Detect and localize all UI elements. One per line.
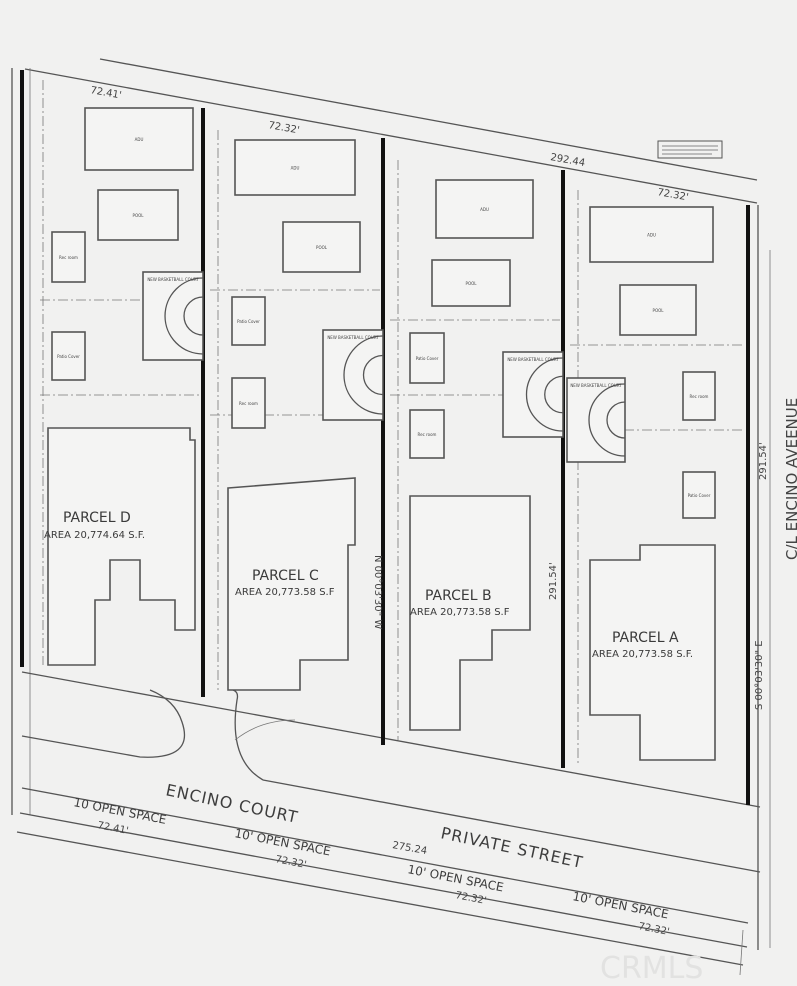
adu (234, 139, 356, 196)
open-space-length: 72.32' (637, 921, 670, 938)
driveway-curve (234, 719, 296, 741)
notice-box (657, 140, 723, 159)
patio-cover-label: Patio Cover (57, 354, 80, 359)
parcel-b-area: AREA 20,773.58 S.F (410, 607, 510, 618)
basketball-court-label: NEW BASKETBALL COURT (507, 357, 559, 362)
basketball-court (142, 271, 204, 361)
parcel-dividers (20, 70, 750, 805)
patio-cover (682, 471, 716, 519)
pool (282, 221, 361, 273)
bearing-label: N 00°03'30" W (372, 555, 383, 629)
dimension-label: 72.32' (656, 187, 689, 203)
patio-cover-label: Patio Cover (688, 493, 711, 498)
parcel-c-area: AREA 20,773.58 S.F (235, 587, 335, 598)
encino-court-label: ENCINO COURT (164, 780, 300, 827)
pool (619, 284, 697, 336)
adu-label: ADU (135, 137, 144, 142)
parcel-a-area: AREA 20,773.58 S.F. (592, 649, 693, 660)
patio-cover (51, 331, 86, 381)
rec-room (231, 377, 266, 429)
basketball-court (322, 329, 384, 421)
basketball-court (502, 351, 564, 438)
rec-room-label: Rec room (418, 432, 437, 437)
street-curb-line (262, 779, 761, 873)
adu (84, 107, 194, 171)
patio-cover-label: Patio Cover (237, 319, 260, 324)
rec-room (409, 409, 445, 459)
pool (97, 189, 179, 241)
end-tick (739, 929, 744, 976)
patio-cover (231, 296, 266, 346)
patio-cover (409, 332, 445, 384)
open-space-bottom-line (19, 812, 748, 948)
basketball-court (566, 377, 626, 463)
adu-label: ADU (647, 233, 656, 238)
basketball-court-label: NEW BASKETBALL COURT (570, 383, 622, 388)
rec-room (682, 371, 716, 421)
adu (435, 179, 534, 239)
encino-avenue-label: C/L ENCINO AVEENUE (783, 398, 797, 560)
rec-room-label: Rec room (239, 401, 258, 406)
street-length: 275.24 (391, 840, 427, 857)
parcel-d-area: AREA 20,774.64 S.F. (44, 530, 145, 541)
cul-de-sac-west-curb (21, 689, 186, 758)
basketball-court-label: NEW BASKETBALL COURT (327, 335, 379, 340)
parcel-b-line-length: 291.54' (548, 562, 559, 600)
main-house-footprint (409, 495, 531, 731)
adu-label: ADU (291, 166, 300, 171)
open-space-length: 72.32' (454, 890, 487, 907)
dimension-label: 72.32' (267, 120, 300, 136)
boundary-lines (11, 58, 771, 976)
pool-label: POOL (133, 213, 145, 218)
parcel-c-label: PARCEL C (252, 568, 319, 584)
court-key-arc (164, 277, 204, 355)
rear-easement-line (99, 58, 758, 181)
rec-room-label: Rec room (59, 255, 78, 260)
bearing-label: S 00°03'30" E (754, 640, 765, 710)
parcel-d-label: PARCEL D (63, 510, 131, 526)
front-lot-line (21, 671, 761, 808)
outer-line (16, 831, 744, 966)
rec-room (51, 231, 86, 283)
east-line-length: 291.54' (758, 442, 769, 480)
parcel-a-label: PARCEL A (612, 630, 679, 646)
pool (431, 259, 511, 307)
open-space-length: 72.41' (96, 820, 129, 837)
main-house-footprint (227, 477, 356, 691)
open-space-label: 10' OPEN SPACE (406, 862, 504, 894)
court-key-arc (588, 383, 626, 457)
main-house-footprint (47, 427, 196, 666)
open-space-label: 10' OPEN SPACE (233, 826, 331, 858)
basketball-court-label: NEW BASKETBALL COURT (147, 277, 199, 282)
private-street-label: PRIVATE STREET (439, 823, 585, 872)
main-house-footprint (589, 544, 716, 761)
pool-label: POOL (653, 308, 665, 313)
adu-label: ADU (480, 207, 489, 212)
pool-label: POOL (466, 281, 478, 286)
pool-label: POOL (316, 245, 328, 250)
open-space-top-line (21, 787, 749, 924)
adu (589, 206, 714, 263)
parcel-b-label: PARCEL B (425, 588, 492, 604)
structures (40, 80, 745, 765)
watermark: CRMLS (600, 951, 703, 986)
court-key-arc (525, 357, 564, 432)
cul-de-sac-east-curb (232, 689, 264, 781)
open-space-label: 10 OPEN SPACE (72, 795, 167, 827)
open-space-length: 72.32' (274, 854, 307, 871)
open-space-label: 10' OPEN SPACE (571, 889, 669, 921)
court-key-arc (343, 335, 384, 415)
patio-cover-label: Patio Cover (416, 356, 439, 361)
dimension-label: 72.41' (89, 85, 122, 101)
rec-room-label: Rec room (690, 394, 709, 399)
rear-lot-line (24, 68, 758, 204)
